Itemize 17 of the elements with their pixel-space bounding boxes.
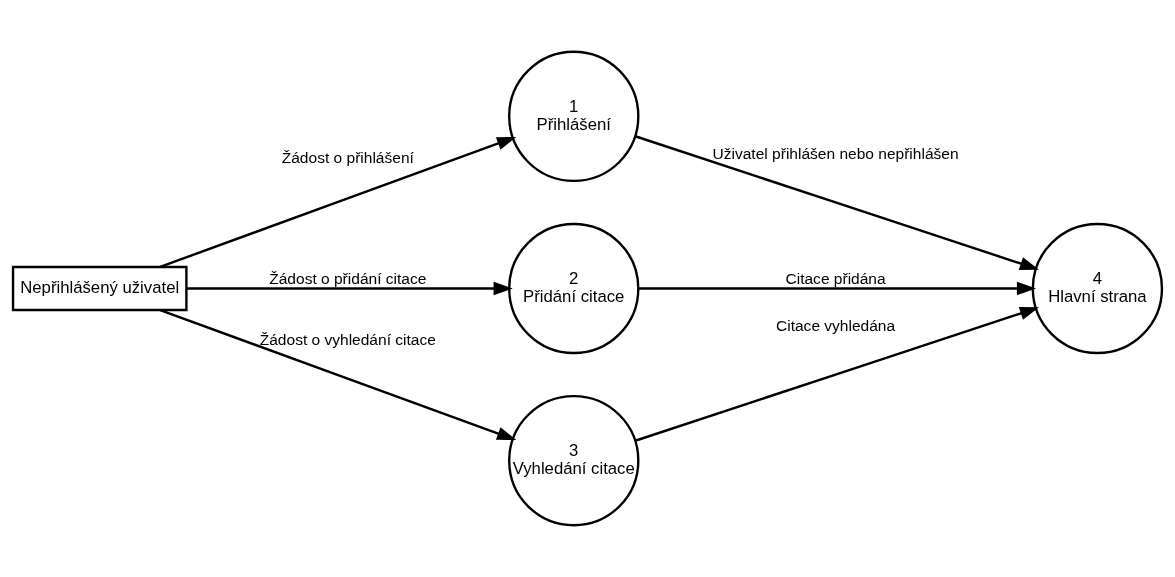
arrow — [638, 281, 1037, 296]
node-box: Nepřihlášený uživatel — [11, 265, 188, 312]
edge-label: Citace vyhledána — [776, 316, 896, 334]
arrow — [159, 309, 517, 441]
edge-label: Žádost o přihlášení — [281, 149, 414, 167]
arrow — [159, 136, 517, 268]
edge-label: Žádost o vyhledání citace — [259, 331, 436, 349]
arrow — [634, 307, 1040, 442]
edge-label: Uživatel přihlášen nebo nepřihlášen — [712, 144, 959, 162]
node-circle: 2 Přidání citace — [508, 222, 640, 355]
arrow — [186, 281, 513, 296]
edge-label: Žádost o přidání citace — [269, 270, 427, 288]
node-circle: 4 Hlavní strana — [1031, 222, 1164, 355]
node-circle: 1 Přihlášení — [508, 50, 640, 183]
node-circle: 3 Vyhledání citace — [508, 394, 640, 527]
edge-label: Citace přidána — [785, 270, 886, 288]
arrow — [634, 135, 1040, 270]
